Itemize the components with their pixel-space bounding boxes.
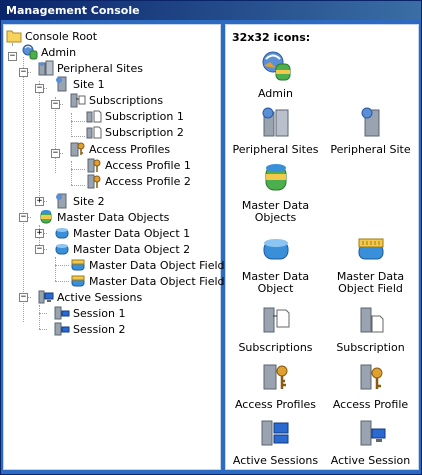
database-icon: [71, 275, 85, 287]
tree-line: [39, 305, 40, 329]
servers-icon: [262, 107, 288, 137]
tree-item-peripheral-sites[interactable]: Peripheral Sites: [38, 60, 143, 76]
tree-item-subscriptions[interactable]: Subscriptions: [70, 92, 163, 108]
key-icon: [360, 364, 382, 390]
console-tree[interactable]: − − − − − + − + − − Console Root Admin: [4, 25, 235, 471]
gallery-peripheral-sites: Peripheral Sites: [228, 106, 323, 156]
collapse-active-sessions-button[interactable]: −: [19, 292, 28, 302]
collapse-peripheral-sites-button[interactable]: −: [19, 67, 28, 77]
server-icon: [56, 193, 67, 209]
tree-item-access-profile1[interactable]: Access Profile 1: [86, 157, 191, 173]
tree-item-access-profiles[interactable]: Access Profiles: [70, 141, 170, 157]
icon-gallery-pane: 32x32 icons: Admin Peripheral Sites Peri…: [225, 24, 419, 470]
admin-icon: [22, 44, 38, 60]
database-icon: [265, 164, 286, 191]
collapse-admin-button[interactable]: −: [8, 51, 17, 61]
tree-item-subscription1[interactable]: Subscription 1: [86, 108, 184, 124]
tree-item-active-sessions[interactable]: Active Sessions: [38, 289, 142, 305]
server-icon: [361, 107, 379, 137]
tree-item-site2[interactable]: Site 2: [54, 193, 105, 209]
expand-mdo1-button[interactable]: +: [35, 228, 44, 238]
gallery-admin: Admin: [228, 50, 323, 100]
tree-item-master-data-objects[interactable]: Master Data Objects: [38, 209, 169, 225]
tree-line: [55, 281, 69, 282]
document-icon: [86, 126, 102, 139]
tree-item-admin[interactable]: Admin: [22, 44, 76, 60]
key-icon: [263, 364, 287, 390]
tree-line: [23, 57, 24, 322]
document-icon: [360, 307, 383, 333]
gallery-subscription: Subscription: [323, 304, 418, 354]
gallery-subscriptions: Subscriptions: [228, 304, 323, 354]
database-icon: [358, 238, 383, 260]
tree-item-console-root[interactable]: Console Root: [6, 28, 97, 44]
database-icon: [71, 259, 85, 271]
gallery-master-data-object: Master Data Object: [228, 233, 323, 295]
subscriptions-icon: [263, 307, 289, 333]
tree-line: [71, 161, 72, 185]
tree-line: [71, 136, 85, 137]
collapse-site1-button[interactable]: −: [35, 83, 44, 93]
tree-line: [71, 169, 85, 170]
key-icon: [87, 158, 101, 173]
session-icon: [261, 420, 288, 446]
gallery-master-data-objects: Master Data Objects: [228, 162, 323, 224]
tree-line: [55, 97, 56, 173]
subscriptions-icon: [70, 93, 86, 108]
key-icon: [70, 142, 85, 157]
servers-icon: [38, 60, 54, 76]
tree-pane[interactable]: − − − − − + − + − − Console Root Admin: [3, 24, 235, 471]
database-icon: [263, 239, 288, 260]
tree-line: [39, 329, 47, 330]
admin-icon: [262, 51, 290, 81]
session-icon: [360, 420, 385, 446]
database-icon: [40, 210, 52, 224]
tree-item-session2[interactable]: Session 2: [54, 321, 125, 337]
tree-line: [71, 121, 85, 122]
tree-item-mdo1[interactable]: Master Data Object 1: [54, 225, 190, 241]
database-icon: [55, 244, 69, 255]
tree-item-mdof1[interactable]: Master Data Object Field 1: [70, 257, 235, 273]
gallery-active-sessions: Active Sessions: [228, 417, 323, 467]
collapse-mdo2-button[interactable]: −: [35, 244, 44, 254]
tree-item-session1[interactable]: Session 1: [54, 305, 125, 321]
database-icon: [55, 228, 69, 239]
tree-item-access-profile2[interactable]: Access Profile 2: [86, 173, 191, 189]
tree-line: [71, 113, 72, 135]
gallery-access-profile: Access Profile: [323, 361, 418, 411]
gallery-access-profiles: Access Profiles: [228, 361, 323, 411]
gallery-heading: 32x32 icons:: [232, 31, 311, 44]
folder-icon: [6, 30, 22, 43]
document-icon: [86, 110, 102, 123]
tree-item-site1[interactable]: Site 1: [54, 76, 105, 92]
session-icon: [38, 290, 54, 304]
tree-line: [71, 185, 85, 186]
collapse-master-data-objects-button[interactable]: −: [19, 212, 28, 222]
session-icon: [54, 322, 70, 336]
session-icon: [54, 306, 70, 320]
gallery-peripheral-site: Peripheral Site: [323, 106, 418, 156]
tree-item-mdof1-b[interactable]: Master Data Object Field 1: [70, 273, 235, 289]
tree-line: [39, 313, 47, 314]
collapse-access-profiles-button[interactable]: −: [51, 148, 60, 158]
gallery-active-session: Active Session: [323, 417, 418, 467]
collapse-subscriptions-button[interactable]: −: [51, 99, 60, 109]
key-icon: [87, 174, 101, 189]
server-icon: [56, 76, 67, 92]
window-frame: − − − − − + − + − − Console Root Admin: [1, 20, 421, 474]
tree-line: [55, 257, 56, 281]
tree-item-subscription2[interactable]: Subscription 2: [86, 124, 184, 140]
tree-item-mdo2[interactable]: Master Data Object 2: [54, 241, 190, 257]
tree-line: [39, 81, 40, 206]
tree-line: [55, 265, 69, 266]
gallery-master-data-object-field: Master Data Object Field: [323, 233, 418, 295]
tree-line: [12, 43, 13, 45]
title-bar: Management Console: [1, 1, 421, 20]
expand-site2-button[interactable]: +: [35, 196, 44, 206]
